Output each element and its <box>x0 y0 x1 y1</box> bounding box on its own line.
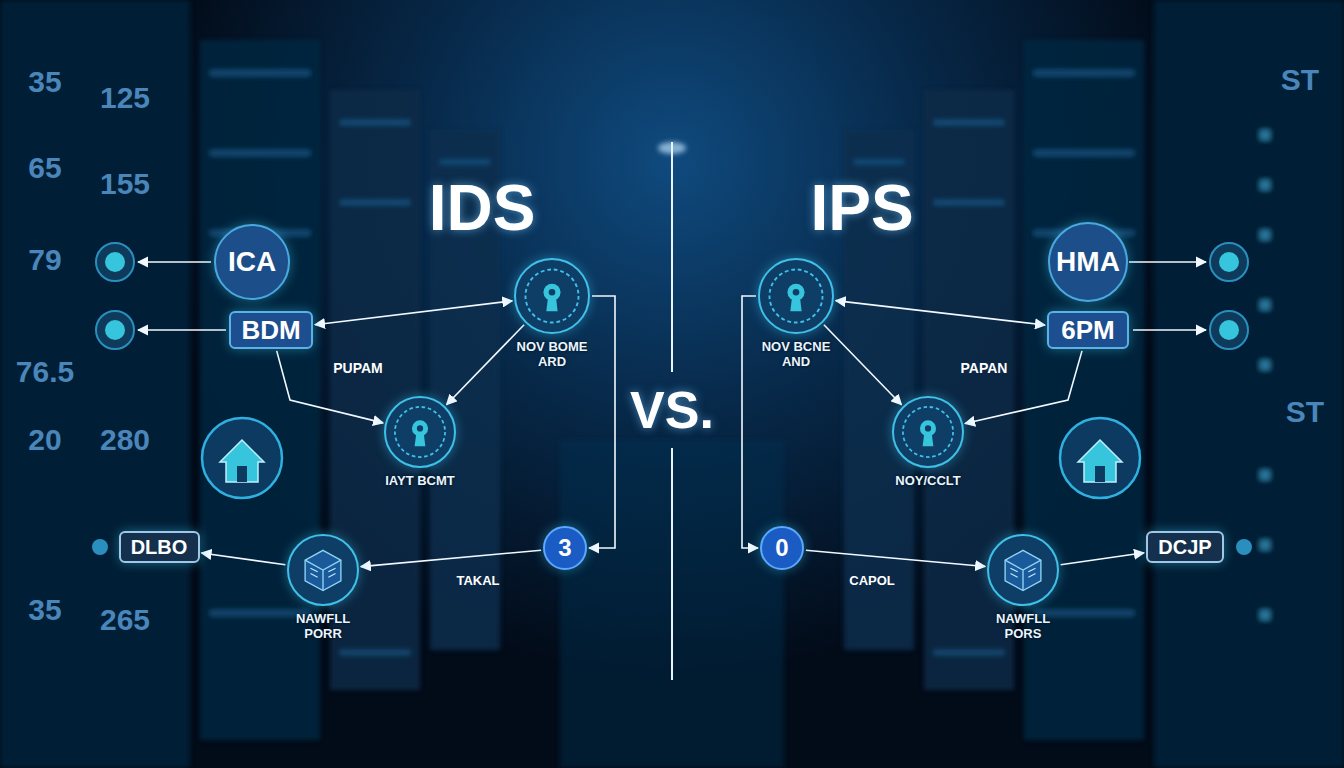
threat-circle: HMA <box>1048 222 1128 302</box>
connector-arrow <box>1061 553 1144 565</box>
node-caption: NOV BCNE AND <box>752 340 840 370</box>
lock-icon <box>894 398 962 466</box>
side-title: IDS <box>429 176 536 240</box>
connector-arrow <box>836 301 1045 325</box>
node-caption: NOV BOME ARD <box>508 340 596 370</box>
node-label: HMA <box>1056 248 1120 276</box>
lock-node: IAYT BCMT <box>384 396 456 468</box>
connector-arrow <box>315 301 512 325</box>
rack-number: ST <box>1286 397 1324 427</box>
node-label: DLBO <box>131 537 188 557</box>
lock-node: NOY/CCLT <box>892 396 964 468</box>
node-label: BDM <box>241 317 300 343</box>
lock-icon <box>516 260 588 332</box>
lock-node: NOV BCNE AND <box>758 258 834 334</box>
module-box: 6PM <box>1047 311 1129 349</box>
flow-label: TAKAL <box>456 574 499 587</box>
node-label: DCJP <box>1158 537 1211 557</box>
rack-number: 20 <box>28 425 61 455</box>
connector-arrow <box>742 296 758 548</box>
lock-node: NOV BOME ARD <box>514 258 590 334</box>
flow-label: CAPOL <box>849 574 895 587</box>
connector-arrow <box>447 325 525 405</box>
node-label: 3 <box>558 536 571 560</box>
rack-number: ST <box>1281 65 1319 95</box>
cube-icon <box>989 536 1057 604</box>
connector-arrow <box>589 296 615 548</box>
rack-number: 155 <box>100 169 150 199</box>
node-caption: IAYT BCMT <box>376 474 464 489</box>
connector-arrow <box>824 325 902 405</box>
cube-icon <box>289 536 357 604</box>
output-box: DLBO <box>119 531 200 563</box>
versus-text: VS. <box>630 384 714 436</box>
threat-circle: ICA <box>214 224 290 300</box>
firewall-node: NAWFLL PORR <box>287 534 359 606</box>
connector-arrow <box>202 553 286 565</box>
flow-label: PAPAN <box>961 361 1008 375</box>
node-caption: NOY/CCLT <box>884 474 972 489</box>
rack-number: 76.5 <box>16 357 74 387</box>
node-caption: NAWFLL PORS <box>979 612 1067 642</box>
rack-number: 280 <box>100 425 150 455</box>
connector-arrow <box>361 550 541 566</box>
count-circle: 3 <box>543 526 587 570</box>
flow-label: PUPAM <box>333 361 383 375</box>
firewall-node: NAWFLL PORS <box>987 534 1059 606</box>
node-label: 0 <box>775 536 788 560</box>
node-caption: NAWFLL PORR <box>279 612 367 642</box>
rack-number: 65 <box>28 153 61 183</box>
module-box: BDM <box>229 311 313 349</box>
count-circle: 0 <box>760 526 804 570</box>
lock-icon <box>386 398 454 466</box>
connector-arrow <box>806 550 985 566</box>
rack-number: 35 <box>28 67 61 97</box>
node-label: ICA <box>228 248 276 276</box>
rack-number: 35 <box>28 595 61 625</box>
side-title: IPS <box>810 176 913 240</box>
output-box: DCJP <box>1146 531 1224 563</box>
connector-arrow <box>277 351 383 423</box>
lock-icon <box>760 260 832 332</box>
rack-number: 265 <box>100 605 150 635</box>
rack-number: 79 <box>28 245 61 275</box>
node-label: 6PM <box>1061 317 1114 343</box>
rack-number: 125 <box>100 83 150 113</box>
